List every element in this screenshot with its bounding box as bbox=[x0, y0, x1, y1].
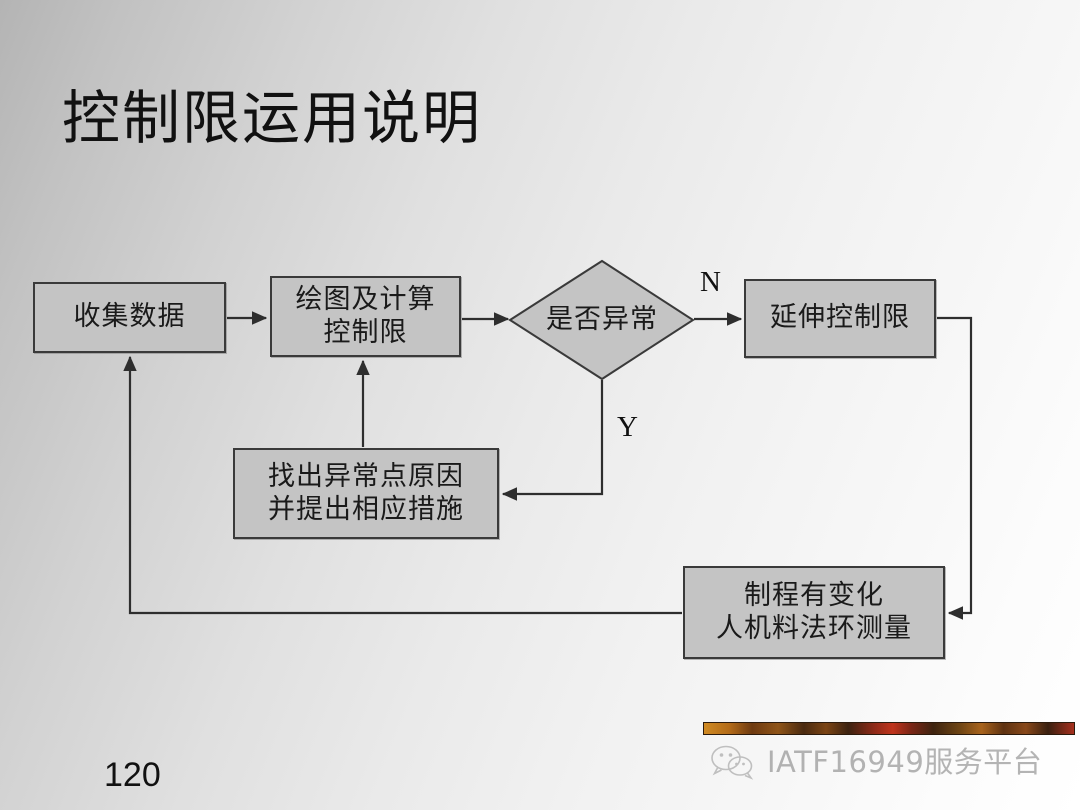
flow-node-cause-line1: 找出异常点原因 bbox=[268, 460, 464, 492]
flow-node-cause-line2: 并提出相应措施 bbox=[268, 493, 464, 525]
flow-node-collect-data-label: 收集数据 bbox=[73, 301, 186, 333]
flow-node-extend-control-limit[interactable]: 延伸控制限 bbox=[744, 279, 936, 358]
brand-row: IATF16949服务平台 bbox=[709, 744, 1042, 780]
wechat-icon bbox=[711, 745, 754, 780]
flow-node-plot-line2: 控制限 bbox=[323, 316, 408, 348]
page-number: 120 bbox=[104, 756, 161, 794]
flow-node-find-cause[interactable]: 找出异常点原因 并提出相应措施 bbox=[233, 448, 499, 539]
connector-change-to-collect bbox=[123, 355, 682, 615]
flow-node-extend-label: 延伸控制限 bbox=[770, 302, 910, 334]
flow-node-plot-line1: 绘图及计算 bbox=[295, 283, 436, 315]
flow-node-change-line1: 制程有变化 bbox=[744, 579, 884, 611]
flow-node-collect-data[interactable]: 收集数据 bbox=[33, 282, 226, 353]
page-title: 控制限运用说明 bbox=[62, 84, 483, 152]
flow-node-plot-and-calculate[interactable]: 绘图及计算 控制限 bbox=[270, 276, 461, 357]
branch-label-yes: Y bbox=[617, 411, 638, 443]
flow-node-process-change[interactable]: 制程有变化 人机料法环测量 bbox=[683, 566, 945, 659]
decision-diamond bbox=[508, 259, 695, 381]
flow-node-change-line2: 人机料法环测量 bbox=[716, 612, 912, 644]
footer-watermark: IATF16949服务平台 bbox=[703, 722, 1075, 806]
connector-extend-to-change bbox=[937, 316, 973, 620]
branch-label-no: N bbox=[700, 266, 721, 298]
connector-decision-to-cause bbox=[501, 380, 604, 501]
brand-name: IATF16949服务平台 bbox=[767, 745, 1043, 779]
decorative-color-bar bbox=[703, 722, 1075, 735]
